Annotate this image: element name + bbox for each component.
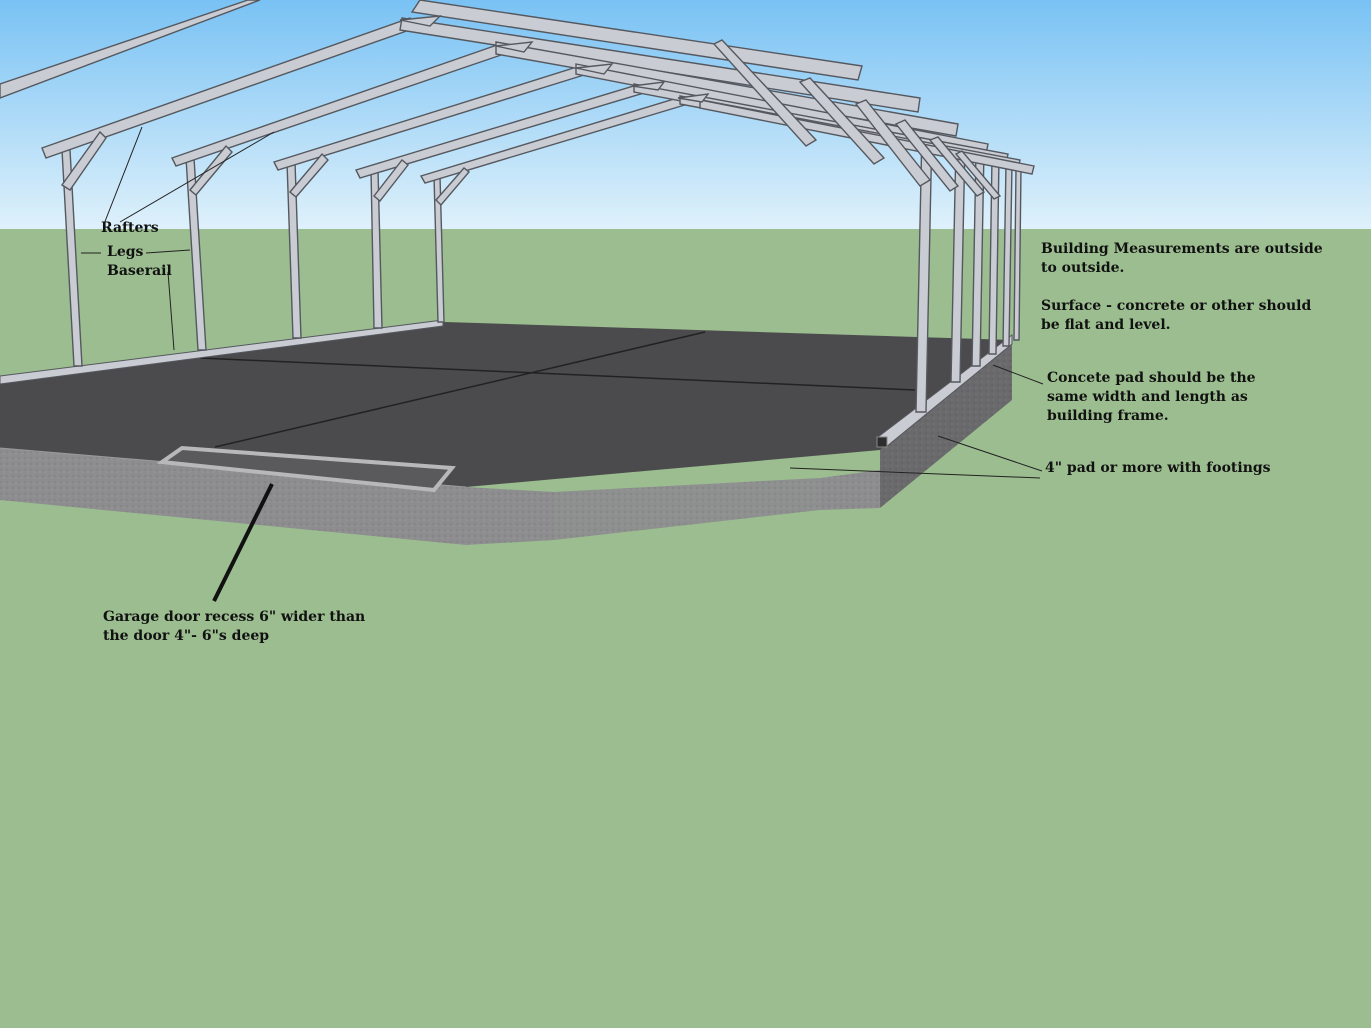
gusset (631, 81, 666, 91)
knee-brace (954, 150, 1002, 200)
knee-brace (373, 158, 409, 203)
slab-end-side (880, 340, 1012, 508)
knee-brace (189, 144, 233, 196)
knee-brace (798, 77, 886, 165)
concrete-pad (0, 322, 1012, 545)
measurements-note: Building Measurements are outside to out… (1041, 241, 1323, 276)
knee-brace (435, 167, 470, 207)
gusset (575, 63, 614, 75)
sky (0, 0, 1371, 230)
knee-brace (928, 136, 986, 197)
knee-brace (894, 119, 960, 192)
gusset (677, 93, 710, 103)
baserail-label: Baserail (107, 263, 172, 279)
slab-seam-1 (214, 331, 706, 448)
knee-brace (854, 99, 932, 187)
gusset (495, 41, 534, 53)
garage-recess-pointer (212, 483, 274, 602)
leg (1013, 167, 1022, 341)
pad-depth-note: 4" pad or more with footings (1045, 460, 1271, 476)
rafters-label: Rafters (101, 220, 159, 236)
surface-note: Surface - concrete or other should be fl… (1041, 298, 1312, 333)
baserail-end (876, 436, 888, 448)
gusset (399, 15, 442, 27)
slab-seam-2 (199, 357, 916, 391)
slab-top (0, 322, 1012, 487)
garage-recess-note: Garage door recess 6" wider than the doo… (103, 609, 366, 644)
footing-left (466, 487, 554, 545)
legs-label: Legs (107, 244, 144, 260)
knee-brace (60, 130, 107, 191)
pad-size-note: Concete pad should be the same width and… (1047, 370, 1256, 424)
knee-brace (289, 152, 329, 198)
steel-frame (0, 0, 1035, 413)
slab-front-side-mid (554, 478, 820, 540)
knee-brace (712, 39, 818, 147)
rafter (0, 0, 261, 99)
slab-front-side (0, 448, 466, 545)
footing-right (820, 470, 880, 510)
garage-door-recess (156, 445, 456, 493)
leader-lines (81, 126, 1044, 479)
